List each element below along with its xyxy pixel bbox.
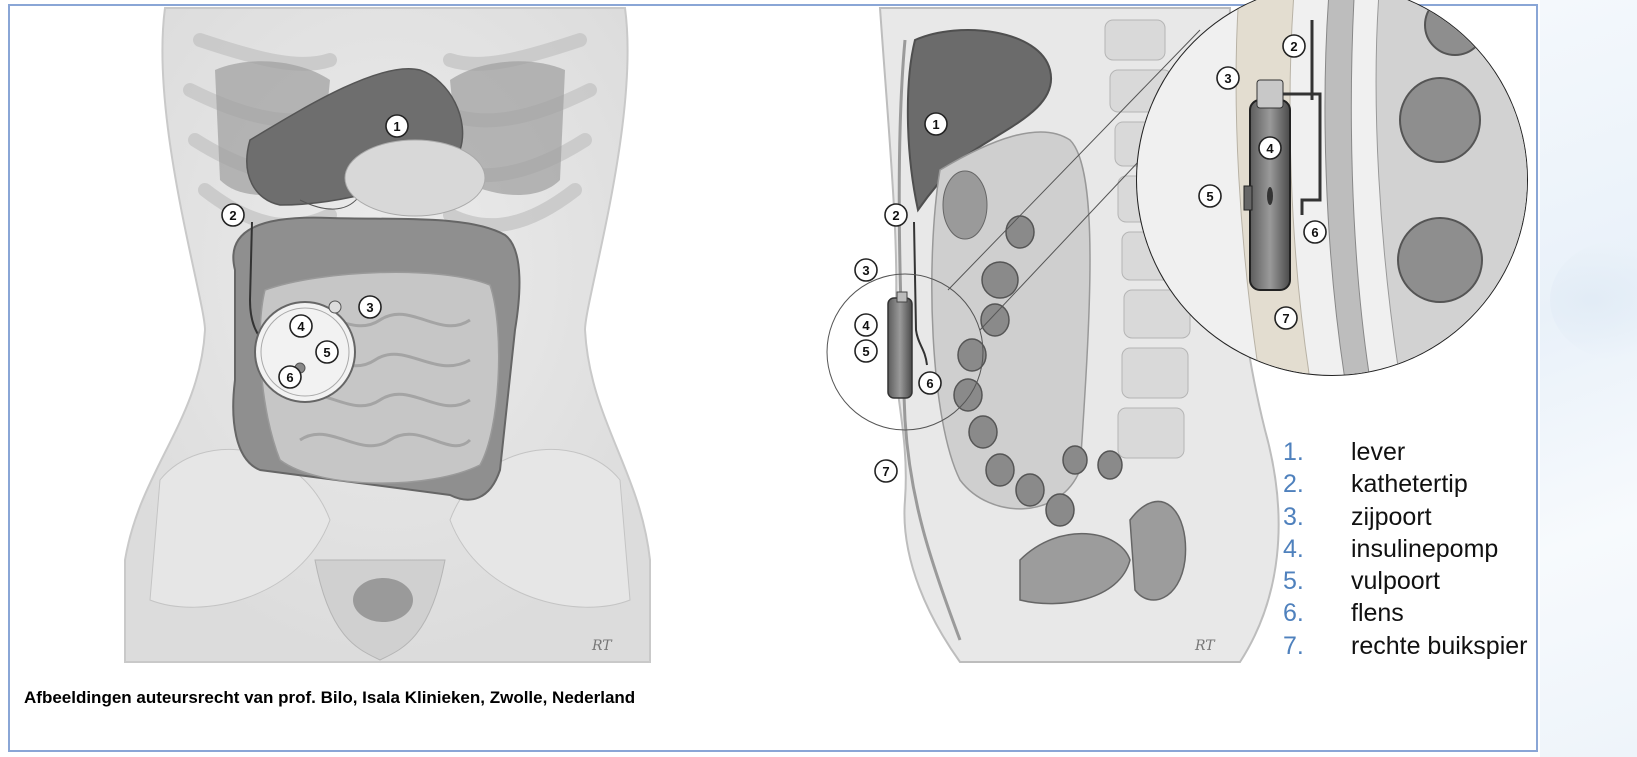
front-signature: RT: [591, 638, 613, 654]
legend-number: 3.: [1283, 501, 1351, 533]
side-callout-4: 4: [855, 314, 877, 336]
svg-text:3: 3: [366, 300, 373, 315]
legend-label: lever: [1351, 436, 1405, 468]
legend-number: 4.: [1283, 533, 1351, 565]
front-callout-5: 5: [316, 341, 338, 363]
copyright-caption: Afbeeldingen auteursrecht van prof. Bilo…: [24, 688, 635, 708]
legend-label: flens: [1351, 597, 1404, 629]
zoom-callout-7: 7: [1275, 307, 1297, 329]
legend-item: 1.lever: [1283, 436, 1527, 468]
svg-text:2: 2: [892, 208, 899, 223]
legend-item: 7.rechte buikspier: [1283, 630, 1527, 662]
legend-number: 6.: [1283, 597, 1351, 629]
svg-text:1: 1: [393, 119, 400, 134]
svg-text:3: 3: [1224, 71, 1231, 86]
zoom-callout-6: 6: [1304, 221, 1326, 243]
svg-text:7: 7: [1282, 311, 1289, 326]
side-callout-5: 5: [855, 340, 877, 362]
side-callout-1: 1: [925, 113, 947, 135]
side-callout-3: 3: [855, 259, 877, 281]
svg-text:5: 5: [862, 344, 869, 359]
legend-label: rechte buikspier: [1351, 630, 1527, 662]
svg-text:3: 3: [862, 263, 869, 278]
legend-number: 7.: [1283, 630, 1351, 662]
svg-text:5: 5: [1206, 189, 1213, 204]
svg-text:4: 4: [297, 319, 305, 334]
legend-label: vulpoort: [1351, 565, 1440, 597]
front-callout-4: 4: [290, 315, 312, 337]
front-callout-2: 2: [222, 204, 244, 226]
legend-label: zijpoort: [1351, 501, 1432, 533]
front-callout-1: 1: [386, 115, 408, 137]
side-signature: RT: [1194, 638, 1216, 654]
svg-text:5: 5: [323, 345, 330, 360]
front-callout-6: 6: [279, 366, 301, 388]
zoom-callout-5: 5: [1199, 185, 1221, 207]
legend-number: 1.: [1283, 436, 1351, 468]
legend-list: 1.lever 2.kathetertip 3.zijpoort 4.insul…: [1283, 436, 1527, 662]
legend-label: kathetertip: [1351, 468, 1468, 500]
legend-number: 2.: [1283, 468, 1351, 500]
svg-text:6: 6: [926, 376, 933, 391]
legend-item: 2.kathetertip: [1283, 468, 1527, 500]
zoom-callout-3: 3: [1217, 67, 1239, 89]
svg-text:7: 7: [882, 464, 889, 479]
legend-number: 5.: [1283, 565, 1351, 597]
legend-item: 4.insulinepomp: [1283, 533, 1527, 565]
zoom-callout-2: 2: [1283, 35, 1305, 57]
svg-text:6: 6: [286, 370, 293, 385]
svg-text:2: 2: [229, 208, 236, 223]
legend-item: 6.flens: [1283, 597, 1527, 629]
side-callout-6: 6: [919, 372, 941, 394]
svg-text:4: 4: [862, 318, 870, 333]
svg-text:6: 6: [1311, 225, 1318, 240]
svg-text:4: 4: [1266, 141, 1274, 156]
legend-label: insulinepomp: [1351, 533, 1498, 565]
side-callout-2: 2: [885, 204, 907, 226]
front-view: RT: [125, 8, 650, 662]
svg-text:1: 1: [932, 117, 939, 132]
legend-item: 5.vulpoort: [1283, 565, 1527, 597]
zoom-callout-4: 4: [1259, 137, 1281, 159]
side-callout-7: 7: [875, 460, 897, 482]
front-callout-3: 3: [359, 296, 381, 318]
svg-text:2: 2: [1290, 39, 1297, 54]
legend-item: 3.zijpoort: [1283, 501, 1527, 533]
